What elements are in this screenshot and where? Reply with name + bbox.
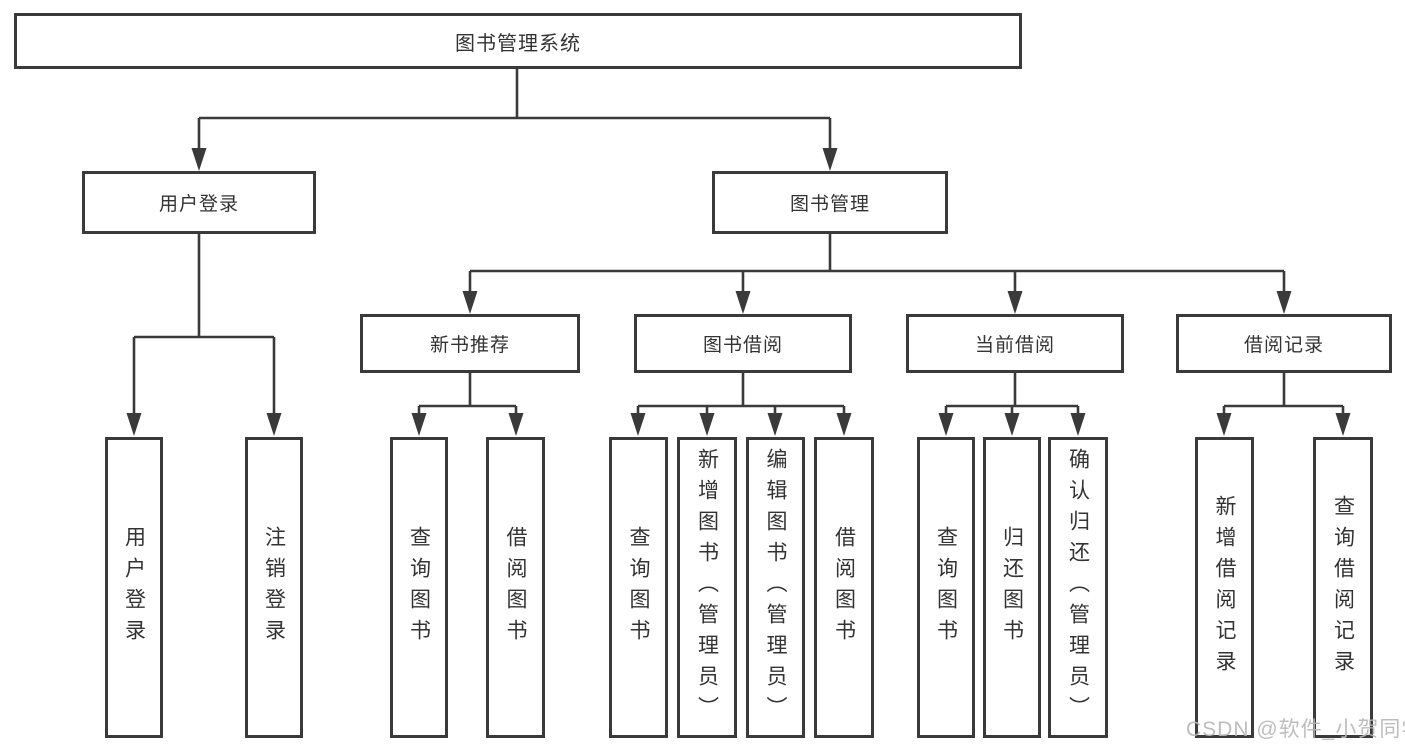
connector-records-to-leaves xyxy=(1222,373,1345,415)
connector-user-login-to-leaves xyxy=(132,234,276,415)
node-new-book-recommend: 新书推荐 xyxy=(360,314,580,373)
connector-borrow-to-leaves xyxy=(636,373,846,415)
connector-recommend-to-leaves xyxy=(417,373,518,415)
leaf-borrow-book: 借阅图书 xyxy=(814,437,874,738)
leaf-label: 查询图书 xyxy=(627,525,650,650)
node-borrow-records: 借阅记录 xyxy=(1176,314,1392,373)
leaf-label: 归还图书 xyxy=(1000,525,1024,650)
leaf-label: 查询图书 xyxy=(934,525,958,650)
leaf-logout: 注销登录 xyxy=(245,437,303,738)
leaf-query-borrow-record: 查询借阅记录 xyxy=(1313,437,1373,738)
leaf-label: 注销登录 xyxy=(262,525,286,650)
leaf-label: 借阅图书 xyxy=(504,525,527,650)
leaf-label: 新增借阅记录 xyxy=(1213,494,1236,681)
leaf-query-books: 查询图书 xyxy=(390,437,448,738)
leaf-label: 编辑图书（管理员） xyxy=(764,448,787,727)
connector-current-to-leaves xyxy=(944,373,1080,415)
leaf-add-borrow-record: 新增借阅记录 xyxy=(1195,437,1254,738)
leaf-confirm-return-admin: 确认归还（管理员） xyxy=(1048,437,1108,738)
node-root: 图书管理系统 xyxy=(14,13,1022,69)
node-current-borrow: 当前借阅 xyxy=(906,314,1124,373)
csdn-watermark: CSDN @软件_小贺同学 xyxy=(1186,718,1405,741)
leaf-user-login: 用户登录 xyxy=(105,437,163,738)
leaf-borrow-books: 借阅图书 xyxy=(486,437,545,738)
leaf-label: 查询图书 xyxy=(407,525,431,650)
node-user-login: 用户登录 xyxy=(82,171,316,234)
leaf-query-books: 查询图书 xyxy=(917,437,975,738)
leaf-label: 用户登录 xyxy=(122,525,146,650)
leaf-add-book-admin: 新增图书（管理员） xyxy=(677,437,737,738)
node-book-mgmt: 图书管理 xyxy=(712,171,948,234)
leaf-edit-book-admin: 编辑图书（管理员） xyxy=(746,437,805,738)
leaf-query-books: 查询图书 xyxy=(609,437,668,738)
connector-book-mgmt-to-level3 xyxy=(468,234,1286,293)
leaf-return-book: 归还图书 xyxy=(983,437,1041,738)
leaf-label: 借阅图书 xyxy=(832,525,856,650)
leaf-label: 确认归还（管理员） xyxy=(1066,448,1090,727)
leaf-label: 查询借阅记录 xyxy=(1331,494,1355,681)
node-book-borrow: 图书借阅 xyxy=(634,314,852,373)
connector-root-to-level2 xyxy=(197,69,832,150)
leaf-label: 新增图书（管理员） xyxy=(695,448,719,727)
